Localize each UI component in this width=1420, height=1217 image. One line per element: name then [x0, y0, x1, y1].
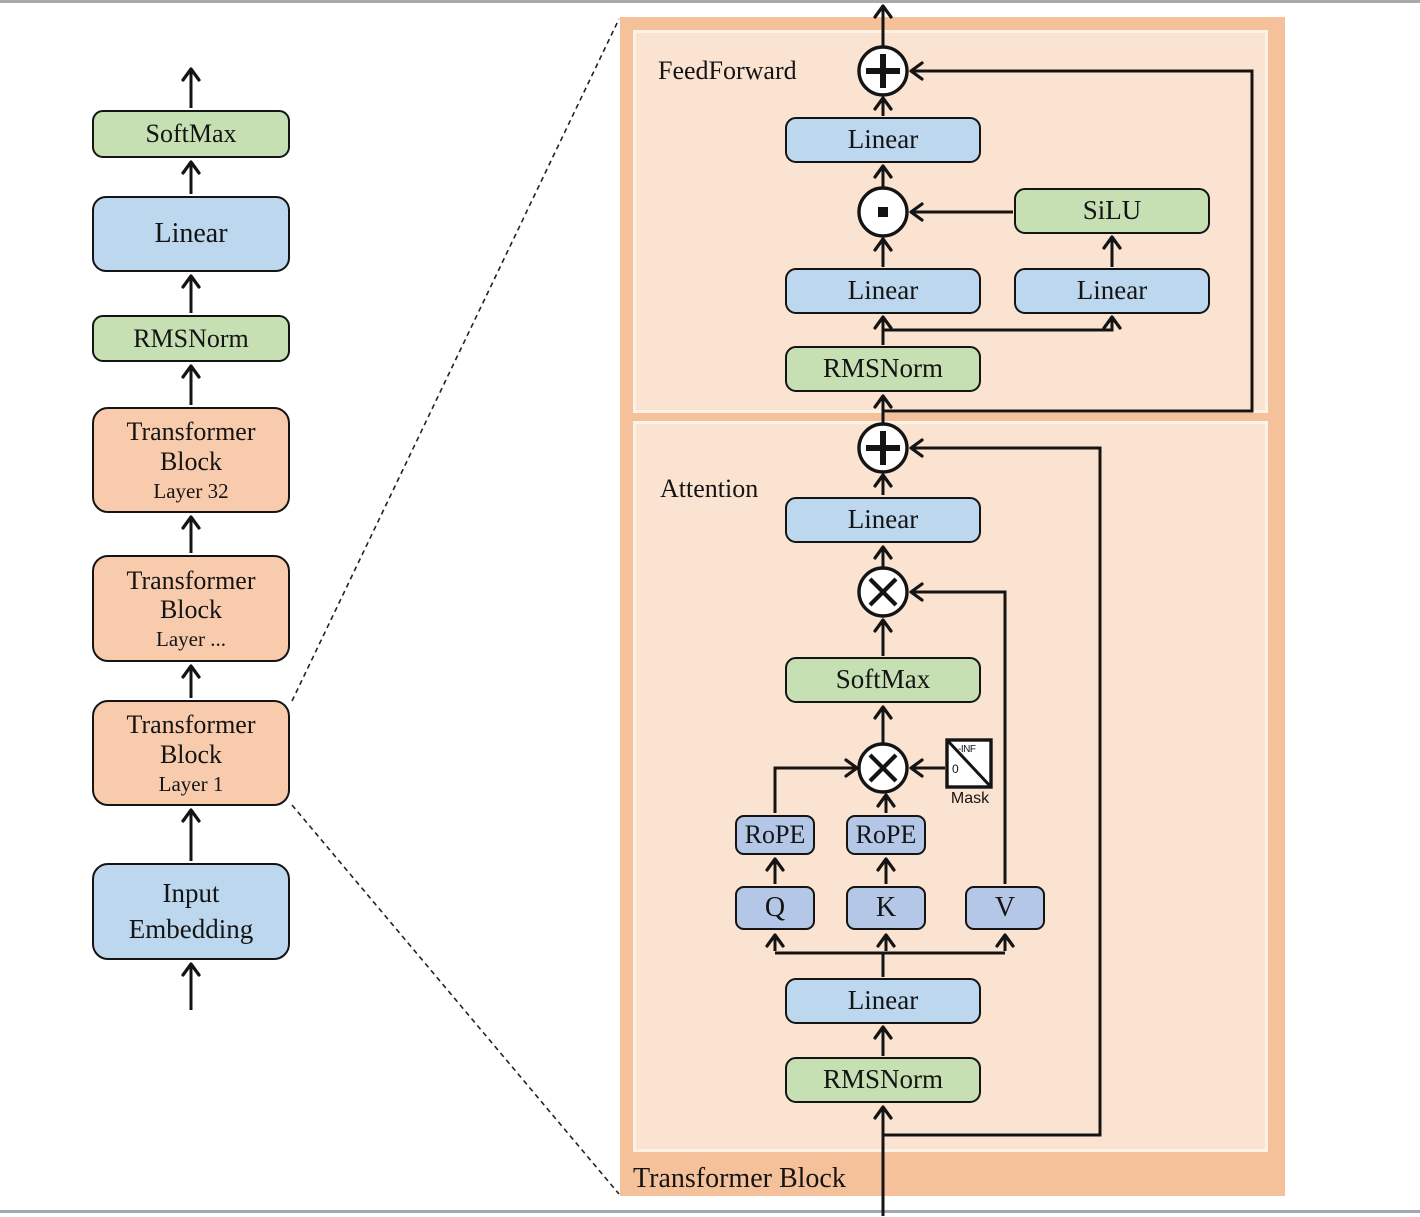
wire-qkv-branch	[775, 951, 1005, 977]
k-label: K	[875, 891, 897, 923]
wire-v-to-multiply	[909, 582, 1007, 884]
attn-linear-out-label: Linear	[847, 504, 919, 535]
wire-ff-residual	[883, 61, 1254, 413]
ff-linear-down-label: Linear	[847, 124, 919, 155]
ff-rmsnorm-box: RMSNorm	[785, 346, 981, 392]
input-embedding-box: Input Embedding	[92, 863, 290, 960]
tbmid-line2: Block	[159, 595, 223, 625]
attn-linear-qkv-box: Linear	[785, 978, 981, 1024]
k-box: K	[846, 886, 926, 930]
zoom-guide-bottom	[291, 804, 620, 1195]
mask-zero-label: 0	[952, 762, 959, 776]
tbmid-layer-label: Layer ...	[156, 627, 226, 652]
rmsnorm-label: RMSNorm	[133, 323, 249, 353]
q-label: Q	[764, 891, 786, 923]
rmsnorm-box: RMSNorm	[92, 315, 290, 362]
attn-softmax-box: SoftMax	[785, 657, 981, 703]
rope-q-box: RoPE	[735, 815, 815, 855]
wire-ffrmsnorm-branch-to-up	[883, 315, 1122, 332]
attention-label: Attention	[660, 474, 759, 503]
tb32-line2: Block	[159, 446, 223, 476]
wire-attn-residual	[883, 438, 1102, 1137]
bottom-border-line	[0, 1210, 1420, 1213]
feedforward-label: FeedForward	[658, 56, 797, 85]
tb1-line1: Transformer	[126, 710, 256, 740]
softmax-box: SoftMax	[92, 110, 290, 158]
feedforward-wires	[873, 4, 1254, 424]
tbmid-line1: Transformer	[126, 565, 256, 595]
tb1-layer-label: Layer 1	[158, 771, 224, 796]
linear-label: Linear	[154, 217, 228, 249]
rope-k-box: RoPE	[846, 815, 926, 855]
mask-label: Mask	[950, 790, 990, 807]
attn-softmax-label: SoftMax	[835, 664, 931, 695]
attn-linear-out-box: Linear	[785, 497, 981, 543]
attn-linear-qkv-label: Linear	[847, 985, 919, 1016]
q-box: Q	[735, 886, 815, 930]
ff-linear-up-box: Linear	[1014, 268, 1210, 314]
attention-wires	[765, 438, 1102, 1216]
silu-box: SiLU	[1014, 188, 1210, 234]
zoom-guide-top	[291, 18, 620, 702]
tb1-line2: Block	[159, 739, 223, 769]
matmul-icon	[857, 566, 909, 618]
input-embedding-line1: Input	[162, 878, 220, 909]
ff-linear-down-box: Linear	[785, 117, 981, 163]
rope-q-label: RoPE	[744, 820, 806, 850]
transformer-block-mid-box: Transformer Block Layer ...	[92, 555, 290, 662]
softmax-label: SoftMax	[145, 119, 237, 149]
matmul-icon	[857, 742, 909, 794]
linear-box: Linear	[92, 196, 290, 272]
tb32-line1: Transformer	[126, 417, 256, 447]
attn-rmsnorm-box: RMSNorm	[785, 1057, 981, 1103]
ff-rmsnorm-label: RMSNorm	[822, 353, 944, 384]
input-embedding-line2: Embedding	[128, 913, 254, 944]
top-border-line	[0, 0, 1420, 3]
ff-linear-gate-label: Linear	[847, 275, 919, 306]
rope-k-label: RoPE	[855, 820, 917, 850]
mask-icon	[945, 738, 993, 789]
silu-label: SiLU	[1082, 195, 1142, 226]
attn-rmsnorm-label: RMSNorm	[822, 1064, 944, 1095]
wire-ropeq-to-multiply	[773, 758, 859, 813]
v-label: V	[994, 891, 1016, 923]
operator-icons	[857, 45, 993, 794]
add-icon	[857, 422, 909, 474]
transformer-block-32-box: Transformer Block Layer 32	[92, 407, 290, 513]
zoom-guide-lines	[291, 18, 620, 1195]
add-icon	[857, 45, 909, 97]
mask-neg-inf-label: -INF	[958, 744, 976, 755]
tb32-layer-label: Layer 32	[153, 478, 229, 503]
elementwise-product-icon	[857, 186, 909, 238]
transformer-block-panel-title: Transformer Block	[633, 1163, 846, 1194]
v-box: V	[965, 886, 1045, 930]
transformer-block-1-box: Transformer Block Layer 1	[92, 700, 290, 806]
ff-linear-gate-box: Linear	[785, 268, 981, 314]
ff-linear-up-label: Linear	[1076, 275, 1148, 306]
